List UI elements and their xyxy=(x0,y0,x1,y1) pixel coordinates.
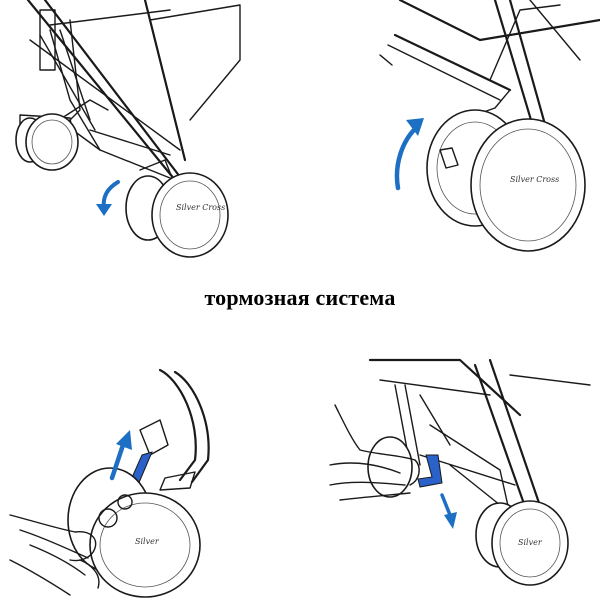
illustration-brake-release: Silver Cross xyxy=(300,0,600,270)
svg-text:Silver: Silver xyxy=(518,538,543,547)
down-arrow-icon xyxy=(440,493,457,529)
wheel: Silver xyxy=(367,436,569,586)
svg-text:Silver Cross: Silver Cross xyxy=(176,203,225,212)
diagram-caption: тормозная система xyxy=(204,285,396,310)
rear-wheel-front: Silver Cross xyxy=(125,172,229,258)
stroller-frame xyxy=(139,368,210,491)
rear-wheel: Silver Cross xyxy=(426,109,586,252)
hand xyxy=(9,514,100,596)
up-arrow-icon xyxy=(394,118,424,191)
hand xyxy=(329,404,420,501)
wheel: Silver xyxy=(67,467,201,598)
illustration-brake-engage: Silver Cross xyxy=(0,0,300,270)
illustration-brake-lift-hand: Silver xyxy=(0,360,300,600)
brake-pedal-highlight xyxy=(417,454,443,488)
up-arrow-icon xyxy=(109,430,132,481)
rear-wheel-back xyxy=(15,113,79,171)
illustration-brake-press-hand: Silver xyxy=(300,355,600,600)
svg-text:Silver Cross: Silver Cross xyxy=(510,175,559,184)
down-arrow-icon xyxy=(96,180,120,216)
svg-text:Silver: Silver xyxy=(135,537,160,546)
